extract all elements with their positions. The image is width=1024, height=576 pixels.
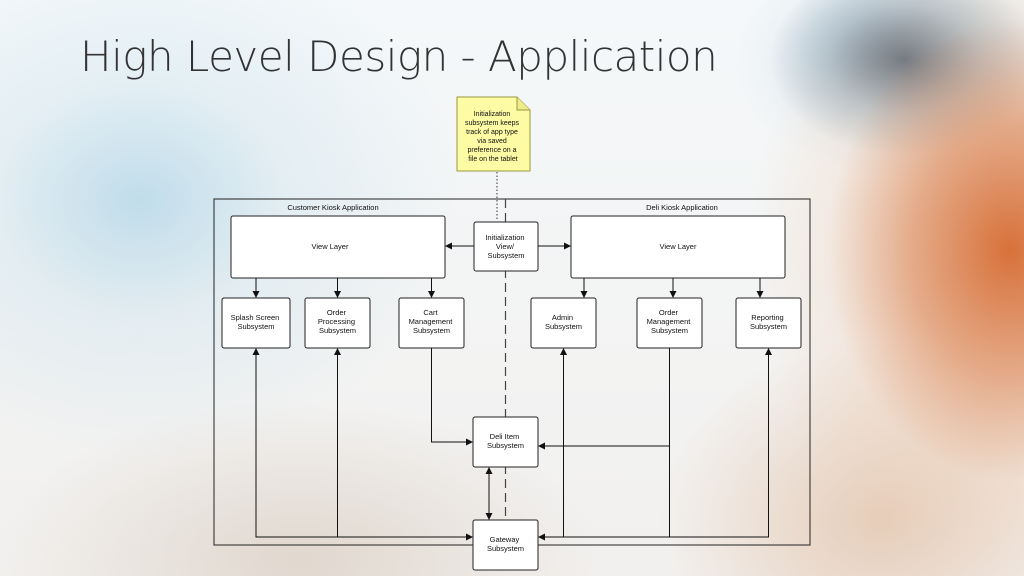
gateway-subsystem-box (472, 519, 539, 571)
arrow-order-management-to-deli-item (538, 348, 670, 450)
order-processing-label: Order Processing Subsystem (318, 308, 357, 335)
order-management-label: Order Management Subsystem (647, 308, 693, 335)
slide-title: High Level Design - Application (80, 32, 718, 81)
gateway-subsystem-label: Gateway Subsystem (487, 535, 524, 553)
reporting-subsystem-label: Reporting Subsystem (750, 313, 787, 331)
admin-subsystem-label: Admin Subsystem (545, 313, 582, 331)
note-box (456, 96, 531, 172)
note-text: Initialization subsystem keeps track of … (465, 111, 521, 163)
init-subsystem-label: Initialization View/ Subsystem (485, 233, 526, 260)
customer-app-label: Customer Kiosk Application (287, 203, 378, 212)
deli-app-label: Deli Kiosk Application (646, 203, 718, 212)
splash-subsystem-label: Splash Screen Subsystem (231, 313, 282, 331)
arrow-gateway-reporting (538, 348, 772, 541)
customer-view-layer-label: View Layer (312, 242, 349, 251)
cart-management-label: Cart Management Subsystem (409, 308, 455, 335)
note-fold (516, 97, 530, 111)
arrow-gateway-splash (252, 348, 473, 541)
deli-view-layer-label: View Layer (660, 242, 697, 251)
arrow-cart-to-deli-item (431, 348, 473, 446)
deli-view-layer-box (570, 215, 786, 279)
deli-item-subsystem-label: Deli Item Subsystem (487, 432, 524, 450)
